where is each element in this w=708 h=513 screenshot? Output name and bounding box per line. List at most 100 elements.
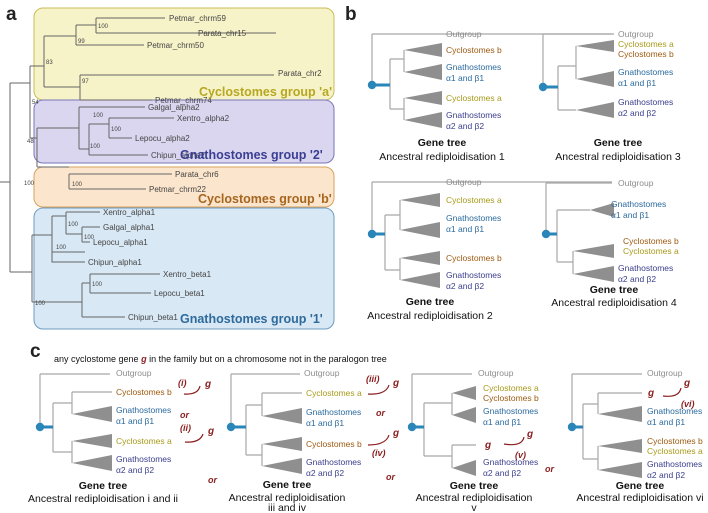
or-label: or xyxy=(376,408,385,418)
outgroup-label: Outgroup xyxy=(618,178,654,188)
bootstrap-value: 48 xyxy=(27,139,34,145)
tip-label: Parata_chr2 xyxy=(278,69,322,78)
tip-label: Petmar_chrm22 xyxy=(149,185,206,194)
tip-label: Lepocu_beta1 xyxy=(154,289,205,298)
gnathostomes-label: α2 and β2 xyxy=(483,468,521,478)
gene-tree-c4 xyxy=(567,373,642,478)
gene-tree-2 xyxy=(367,181,612,288)
outgroup-label: Outgroup xyxy=(304,368,340,378)
roman-label-vi: (vi) xyxy=(681,399,695,409)
rediploidisation-title: Ancestral rediploidisation 1 xyxy=(379,151,505,163)
cyclostomes-b-label: Cyclostomes b xyxy=(116,387,172,397)
roman-label-iii: (iii) xyxy=(366,374,380,384)
group-title-cyclostomes-b: Cyclostomes group 'b' xyxy=(198,192,332,206)
gene-tree-c2 xyxy=(226,373,302,474)
arrow-icon xyxy=(183,385,201,395)
bootstrap-value: 100 xyxy=(90,144,101,150)
tip-label: Galgal_alpha1 xyxy=(103,223,155,232)
outgroup-label: Outgroup xyxy=(647,368,683,378)
gene-tree-3 xyxy=(538,33,614,118)
cyclostomes-b-label: Cyclostomes b xyxy=(623,236,679,246)
gene-tree-c1 xyxy=(35,373,112,471)
gene-g-label: g xyxy=(392,428,399,439)
cyclostomes-a-label: Cyclostomes a xyxy=(647,446,703,456)
gene-g-label: g xyxy=(204,379,211,390)
gene-g-label: g xyxy=(484,440,491,451)
rediploidisation-title: Ancestral rediploidisation vi xyxy=(576,492,703,504)
panel-c-label: c xyxy=(30,341,41,362)
panel-c-note: any cyclostome gene g in the family but … xyxy=(54,354,387,364)
tip-label: Parata_chr6 xyxy=(175,170,219,179)
gnathostomes-label: Gnathostomes xyxy=(446,62,501,72)
gnathostomes-label: Gnathostomes xyxy=(611,199,666,209)
panel-a-label: a xyxy=(6,4,17,25)
outgroup-label: Outgroup xyxy=(116,368,152,378)
arrow-icon xyxy=(184,433,204,443)
bootstrap-value: 100 xyxy=(98,24,109,30)
cyclostomes-a-label: Cyclostomes a xyxy=(483,383,539,393)
bootstrap-value: 100 xyxy=(84,235,95,241)
gnathostomes-label: α2 and β2 xyxy=(446,121,484,131)
gnathostomes-label: Gnathostomes xyxy=(306,457,361,467)
cyclostomes-b-label: Cyclostomes b xyxy=(306,439,362,449)
outgroup-label: Outgroup xyxy=(446,177,482,187)
gene-tree-title: Gene tree xyxy=(263,479,312,491)
gnathostomes-label: Gnathostomes xyxy=(446,270,501,280)
gnathostomes-label: α2 and β2 xyxy=(306,468,344,478)
bootstrap-value: 100 xyxy=(68,222,79,228)
cyclostomes-b-label: Cyclostomes b xyxy=(446,45,502,55)
cyclostomes-b-label: Cyclostomes b xyxy=(647,436,703,446)
rediploidisation-subtitle: v xyxy=(471,502,477,513)
gene-tree-title: Gene tree xyxy=(594,137,643,149)
gnathostomes-label: Gnathostomes xyxy=(446,110,501,120)
roman-label-iv: (iv) xyxy=(372,448,386,458)
rediploidisation-title: Ancestral rediploidisation 2 xyxy=(367,310,493,322)
tip-label: Galgal_alpha2 xyxy=(148,103,200,112)
gene-g-label: g xyxy=(647,388,654,399)
gnathostomes-label: Gnathostomes xyxy=(116,405,171,415)
bootstrap-value: 100 xyxy=(92,282,103,288)
gnathostomes-label: Gnathostomes xyxy=(618,263,673,273)
arrow-icon xyxy=(662,387,682,397)
gnathostomes-label: Gnathostomes xyxy=(647,406,702,416)
gnathostomes-label: Gnathostomes xyxy=(306,407,361,417)
rediploidisation-title: Ancestral rediploidisation 4 xyxy=(551,297,677,309)
cyclostomes-a-label: Cyclostomes a xyxy=(306,388,362,398)
tip-label: Chipun_beta1 xyxy=(128,313,178,322)
gnathostomes-group-2-box xyxy=(33,99,335,164)
gene-tree-title: Gene tree xyxy=(406,296,455,308)
bootstrap-value: 54 xyxy=(32,100,39,106)
gnathostomes-label: α2 and β2 xyxy=(647,470,685,480)
panel-b-label: b xyxy=(345,4,357,25)
gnathostomes-label: Gnathostomes xyxy=(618,97,673,107)
cyclostomes-a-label: Cyclostomes a xyxy=(116,436,172,446)
gene-tree-title: Gene tree xyxy=(450,480,499,492)
gene-g-label: g xyxy=(526,429,533,440)
gnathostomes-label: Gnathostomes xyxy=(618,67,673,77)
gnathostomes-label: Gnathostomes xyxy=(483,406,538,416)
or-label: or xyxy=(208,475,217,485)
gnathostomes-label: α1 and β1 xyxy=(647,417,685,427)
gene-g-label: g xyxy=(683,378,690,389)
tip-label: Chipun_alpha2 xyxy=(151,151,205,160)
cyclostomes-a-label: Cyclostomes a xyxy=(446,93,502,103)
group-title-gnathostomes-1: Gnathostomes group '1' xyxy=(180,312,323,326)
cyclostomes-a-label: Cyclostomes a xyxy=(618,39,674,49)
outgroup-label: Outgroup xyxy=(618,29,654,39)
cyclostomes-a-label: Cyclostomes a xyxy=(446,195,502,205)
cyclostomes-group-b-box xyxy=(33,166,335,208)
gnathostomes-label: α2 and β2 xyxy=(618,274,656,284)
gene-g-label: g xyxy=(207,426,214,437)
bootstrap-value: 100 xyxy=(56,245,67,251)
bootstrap-value: 83 xyxy=(46,60,53,66)
tip-label: Chipun_alpha1 xyxy=(88,258,142,267)
or-label: or xyxy=(545,464,554,474)
rediploidisation-subtitle: iii and iv xyxy=(268,502,307,513)
rediploidisation-title: Ancestral rediploidisation i and ii xyxy=(28,493,178,505)
bootstrap-value: 100 xyxy=(72,182,83,188)
group-title-gnathostomes-2: Gnathostomes group '2' xyxy=(180,148,323,162)
cyclostomes-b-label: Cyclostomes b xyxy=(618,49,674,59)
gene-tree-1 xyxy=(367,33,612,128)
outgroup-label: Outgroup xyxy=(446,29,482,39)
gnathostomes-label: α2 and β2 xyxy=(618,108,656,118)
